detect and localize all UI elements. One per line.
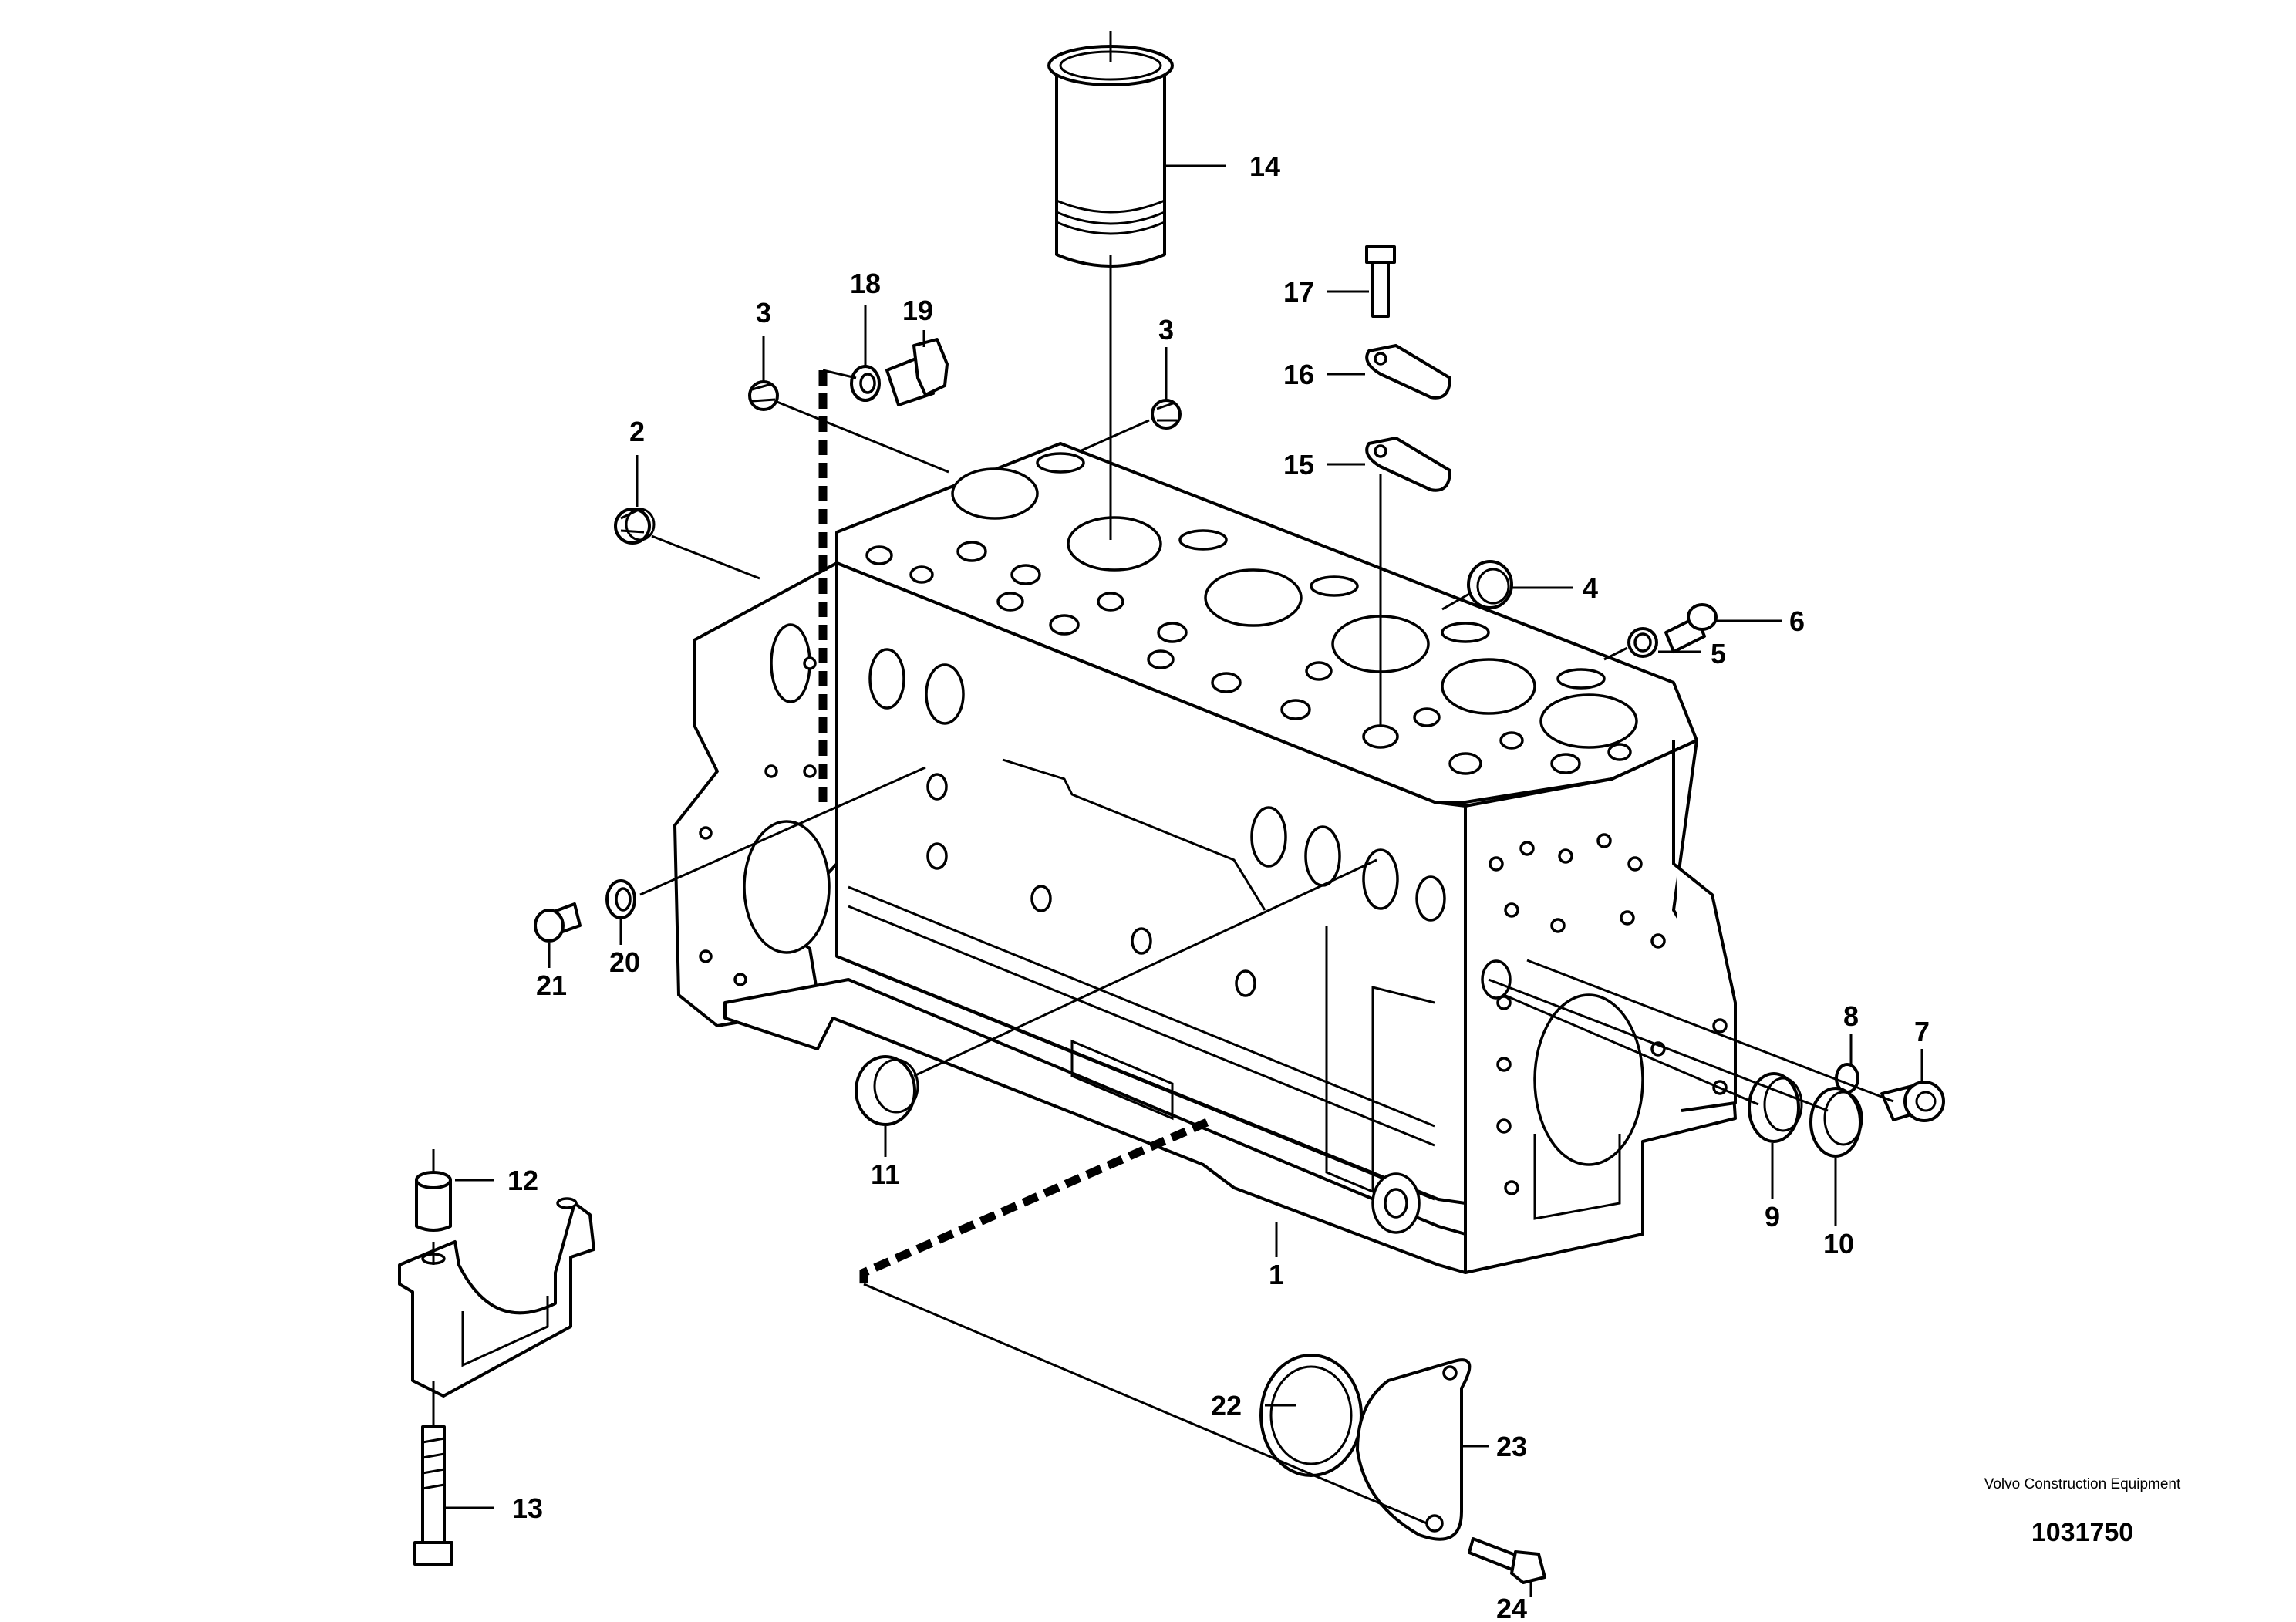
cover-plate-16 xyxy=(1365,344,1451,400)
cover-23 xyxy=(1356,1358,1472,1541)
callout-23: 23 xyxy=(1496,1431,1527,1462)
cup-plug-4 xyxy=(1467,560,1513,609)
plug-19 xyxy=(885,338,949,406)
callout-11: 11 xyxy=(871,1158,900,1190)
callout-5: 5 xyxy=(1711,638,1726,669)
plug-3-right xyxy=(1151,399,1182,430)
washer-18 xyxy=(850,365,881,402)
callout-12: 12 xyxy=(507,1165,538,1196)
callout-4: 4 xyxy=(1583,572,1598,604)
callout-13: 13 xyxy=(512,1492,543,1524)
seal-ring-9 xyxy=(1748,1072,1803,1143)
bolt-17 xyxy=(1365,245,1396,318)
caption-company: Volvo Construction Equipment xyxy=(1984,1476,2181,1492)
callout-21: 21 xyxy=(536,969,567,1001)
callout-22: 22 xyxy=(1211,1390,1242,1421)
leader-lines xyxy=(432,31,1923,1597)
callout-labels: 1 2 3 3 4 5 6 7 8 9 10 11 12 13 14 15 16… xyxy=(507,150,1930,1622)
callout-3-right: 3 xyxy=(1158,314,1174,346)
bolt-24 xyxy=(1468,1537,1546,1584)
plug-21 xyxy=(534,902,582,943)
callout-2: 2 xyxy=(629,416,645,447)
gasket-15 xyxy=(1365,437,1451,492)
callout-6: 6 xyxy=(1789,605,1805,637)
cylinder-liner xyxy=(1047,45,1174,268)
plug-2 xyxy=(614,508,656,545)
callout-7: 7 xyxy=(1914,1016,1930,1047)
o-ring-22 xyxy=(1259,1354,1363,1477)
callout-18: 18 xyxy=(850,268,881,299)
callout-15: 15 xyxy=(1283,449,1314,481)
callout-16: 16 xyxy=(1283,359,1314,390)
washer-5 xyxy=(1627,627,1658,658)
cylinder-block xyxy=(673,442,1737,1274)
callout-8: 8 xyxy=(1843,1000,1859,1032)
callout-19: 19 xyxy=(902,295,933,326)
plug-3-left xyxy=(748,380,779,411)
plug-6 xyxy=(1664,603,1718,653)
washer-20 xyxy=(605,879,636,919)
callout-9: 9 xyxy=(1765,1201,1780,1233)
sleeve-12 xyxy=(415,1171,452,1232)
callout-14: 14 xyxy=(1249,150,1280,182)
plug-7 xyxy=(1880,1081,1945,1122)
callout-24: 24 xyxy=(1496,1593,1527,1622)
callout-20: 20 xyxy=(609,946,640,978)
bearing-cap xyxy=(398,1197,595,1398)
callout-3-left: 3 xyxy=(756,297,771,329)
bolt-13 xyxy=(413,1425,453,1566)
seal-ring-10 xyxy=(1809,1087,1863,1158)
assembly-dash-lines xyxy=(818,370,1209,1284)
callout-10: 10 xyxy=(1823,1228,1854,1259)
seal-ring-11 xyxy=(855,1055,919,1126)
callout-1: 1 xyxy=(1269,1259,1284,1290)
caption-drawing-number: 1031750 xyxy=(2031,1518,2134,1547)
callout-17: 17 xyxy=(1283,276,1314,308)
